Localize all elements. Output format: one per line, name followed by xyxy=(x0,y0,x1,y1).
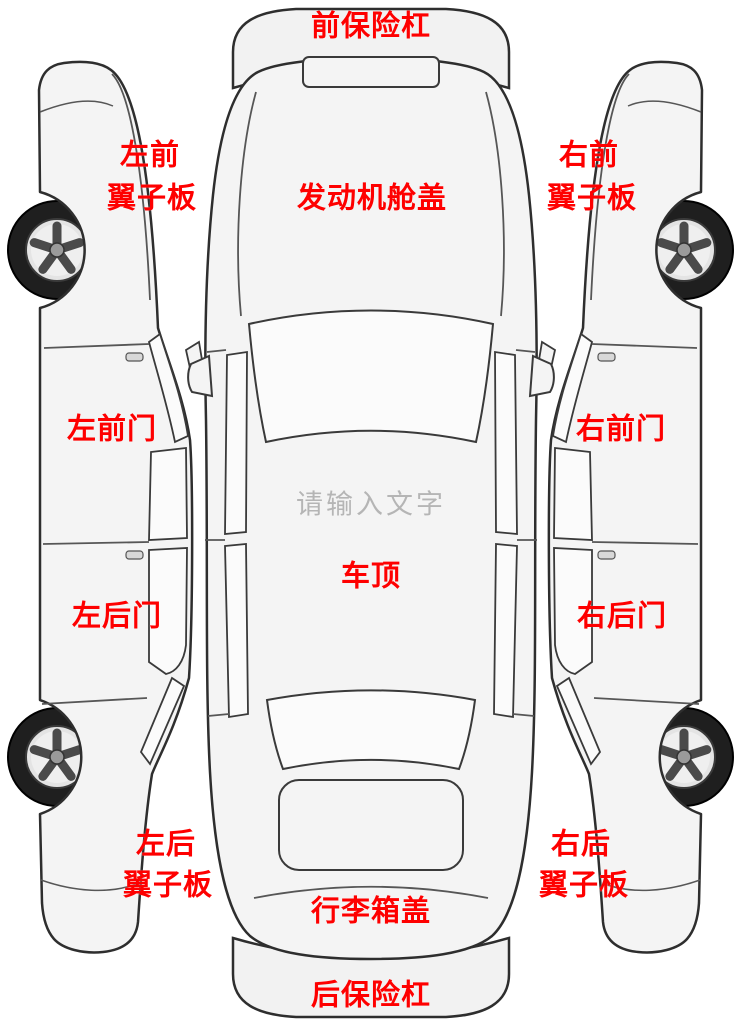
label-right-rear-fender-line1: 右后 xyxy=(550,828,612,861)
label-right-rear-fender-line2: 翼子板 xyxy=(538,869,630,902)
label-left-rear-fender-line2: 翼子板 xyxy=(122,869,214,902)
left-mirror-shape xyxy=(187,354,214,398)
label-roof: 车顶 xyxy=(340,560,402,593)
label-trunk: 行李箱盖 xyxy=(310,895,432,928)
windshield-shape xyxy=(247,309,495,444)
label-left-rear-door: 左后门 xyxy=(71,600,163,633)
label-left-rear-fender-line1: 左后 xyxy=(135,828,197,861)
label-left-front-fender-line1: 左前 xyxy=(119,139,181,172)
label-hood: 发动机舱盖 xyxy=(296,182,448,215)
label-right-front-fender-line2: 翼子板 xyxy=(546,182,638,215)
top-view-car xyxy=(187,56,555,961)
label-left-front-fender-line2: 翼子板 xyxy=(106,182,198,215)
label-rear-bumper: 后保险杠 xyxy=(310,979,432,1012)
label-right-front-door: 右前门 xyxy=(575,413,667,446)
trunk-lid-shape xyxy=(278,779,464,871)
right-mirror-shape xyxy=(528,354,555,398)
label-right-rear-door: 右后门 xyxy=(576,600,668,633)
label-right-front-fender-line1: 右前 xyxy=(558,139,620,172)
rear-window-shape xyxy=(265,689,477,771)
watermark-text: 请输入文字 xyxy=(296,489,446,520)
label-left-front-door: 左前门 xyxy=(66,413,158,446)
label-front-bumper: 前保险杠 xyxy=(310,10,432,43)
